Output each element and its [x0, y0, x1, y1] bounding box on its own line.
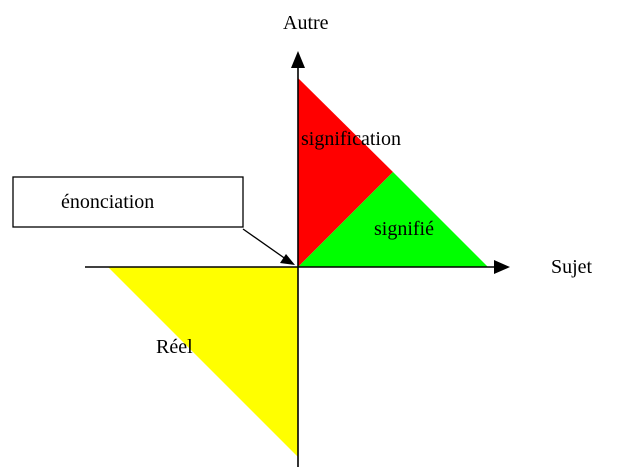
callout-label: énonciation	[61, 191, 154, 213]
horizontal-axis-label: Sujet	[551, 256, 593, 278]
region-label-signifie: signifié	[374, 218, 434, 240]
vertical-axis-label: Autre	[283, 12, 329, 34]
horizontal-axis-arrowhead	[494, 260, 510, 274]
callout-pointer	[242, 228, 291, 263]
region-label-signification: signification	[301, 128, 401, 150]
callout-pointer-arrowhead	[280, 254, 295, 265]
region-signification	[298, 78, 393, 267]
callout-box	[12, 176, 244, 228]
region-label-reel: Réel	[156, 336, 193, 358]
region-reel	[108, 267, 298, 457]
region-signifie	[298, 172, 488, 267]
vertical-axis-arrowhead	[291, 51, 305, 68]
